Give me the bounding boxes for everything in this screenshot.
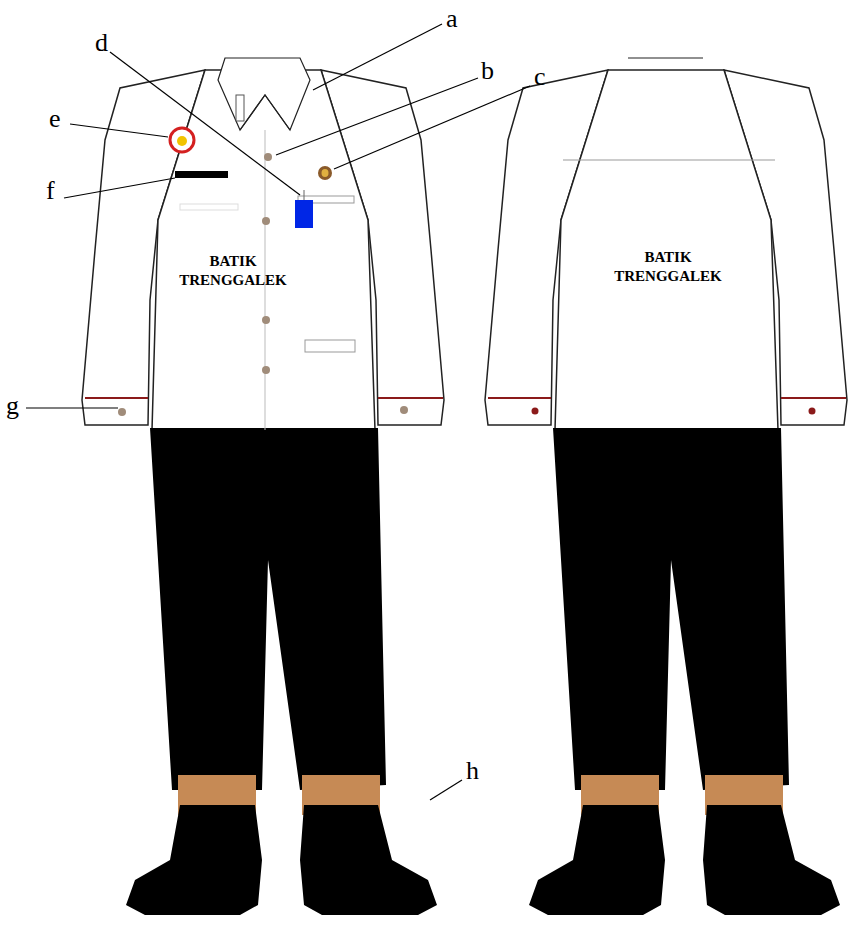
batik-print-label: BATIK TRENGGALEK bbox=[168, 252, 298, 290]
callout-letter: g bbox=[6, 393, 19, 419]
batik-print-label: BATIK TRENGGALEK bbox=[603, 248, 733, 286]
callout-letter: c bbox=[534, 64, 546, 90]
callout-letter: a bbox=[446, 6, 458, 32]
callout-letter: e bbox=[49, 106, 61, 132]
callout-letter: d bbox=[95, 30, 108, 56]
callout-letter: b bbox=[481, 58, 494, 84]
callout-letter: f bbox=[46, 178, 55, 204]
callout-letter: h bbox=[466, 758, 479, 784]
